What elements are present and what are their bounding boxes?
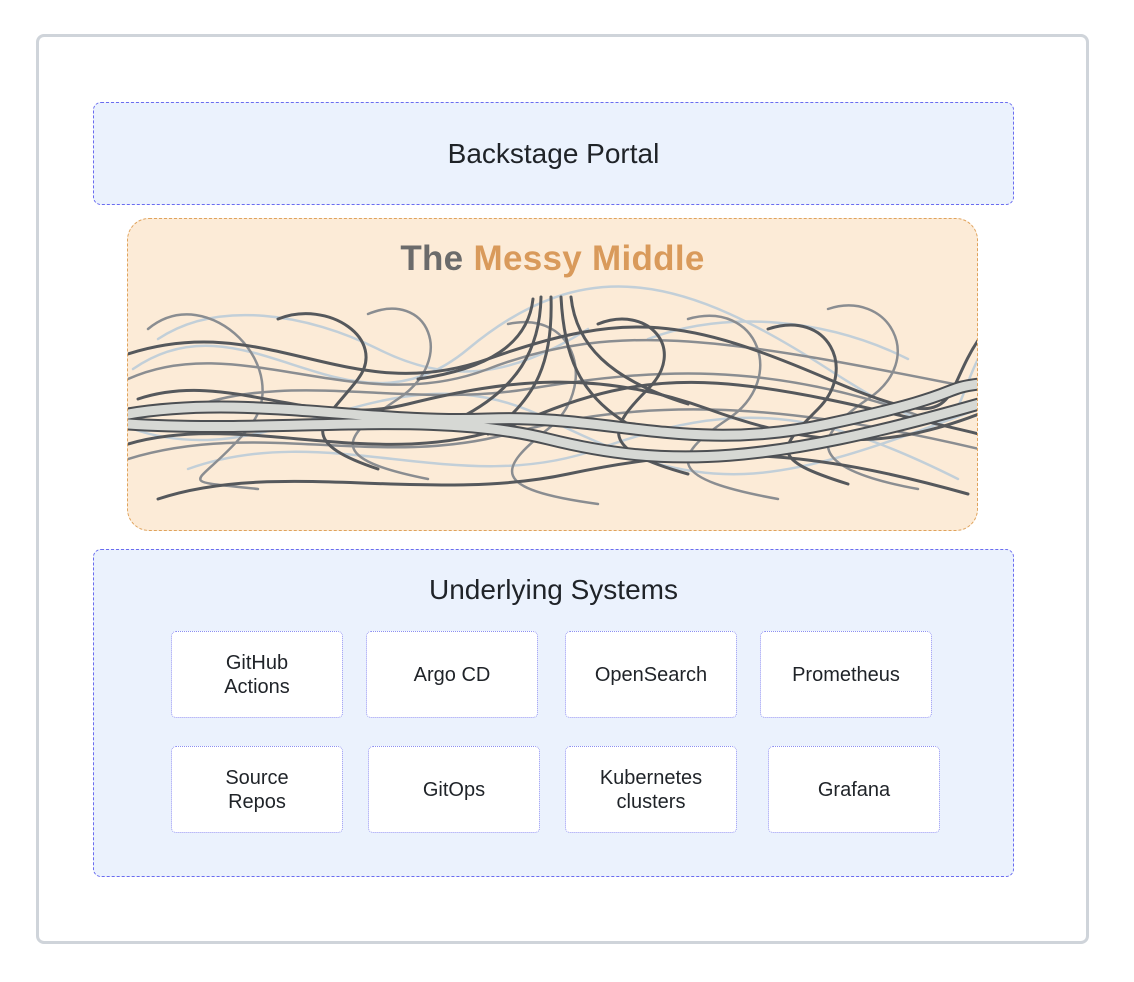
backstage-portal-layer: Backstage Portal bbox=[93, 102, 1014, 205]
systems-title: Underlying Systems bbox=[429, 574, 678, 605]
system-source-repos: Source Repos bbox=[171, 746, 343, 833]
portal-title: Backstage Portal bbox=[447, 137, 660, 169]
messy-middle-title: The Messy Middle bbox=[128, 239, 977, 279]
system-prometheus: Prometheus bbox=[760, 631, 932, 718]
system-github-actions: GitHub Actions bbox=[171, 631, 343, 718]
messy-title-accent: Messy Middle bbox=[473, 239, 705, 278]
system-argo-cd: Argo CD bbox=[366, 631, 538, 718]
system-opensearch: OpenSearch bbox=[565, 631, 737, 718]
messy-title-the: The bbox=[400, 239, 464, 278]
system-kubernetes-clusters: Kubernetes clusters bbox=[565, 746, 737, 833]
tangled-wires-illustration bbox=[128, 285, 977, 506]
system-gitops: GitOps bbox=[368, 746, 540, 833]
messy-middle-layer: The Messy Middle bbox=[127, 218, 978, 531]
underlying-systems-layer: Underlying Systems GitHub Actions Argo C… bbox=[93, 549, 1014, 877]
system-grafana: Grafana bbox=[768, 746, 940, 833]
